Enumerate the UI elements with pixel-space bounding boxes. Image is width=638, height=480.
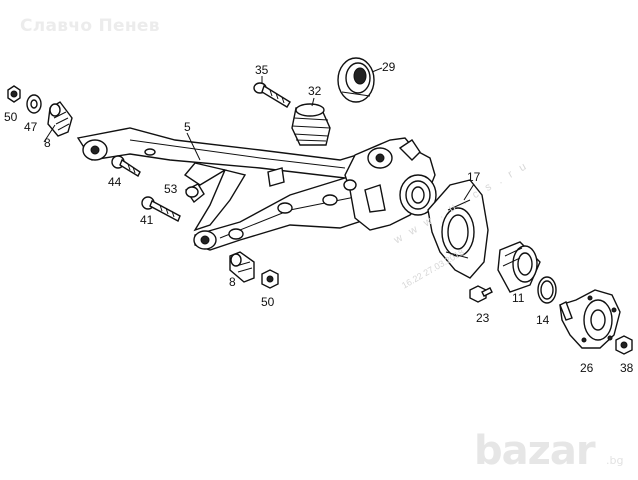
splash-shield <box>427 179 489 279</box>
author-watermark: Славчо Пенев <box>20 16 160 36</box>
bazar-logo: bazar <box>474 428 596 474</box>
shield-bolt <box>469 285 493 303</box>
circlip <box>537 276 557 304</box>
bolt <box>253 82 291 108</box>
bushing <box>47 101 73 137</box>
nut <box>261 269 279 289</box>
plug <box>184 183 205 204</box>
part-label: 17 <box>467 170 481 184</box>
wheel-bearing <box>497 241 541 293</box>
nut <box>7 85 21 103</box>
part-label: 32 <box>308 84 322 98</box>
bushing <box>229 251 255 283</box>
leader-lines <box>43 67 475 201</box>
part-label: 11 <box>512 291 525 305</box>
hub-nut <box>615 335 633 355</box>
part-labels: 5 8 8 11 14 17 23 26 29 32 35 38 41 44 4… <box>4 60 634 375</box>
spring-seat <box>337 57 375 103</box>
part-label: 26 <box>580 361 594 375</box>
washer <box>26 94 42 114</box>
bolt <box>111 155 141 177</box>
part-label: 23 <box>476 311 490 325</box>
part-label: 5 <box>184 120 191 134</box>
part-label: 50 <box>4 110 18 124</box>
part-label: 50 <box>261 295 275 309</box>
part-label: 38 <box>620 361 634 375</box>
bolt <box>141 196 181 222</box>
bump-stop <box>291 103 331 146</box>
rear-axle-beam <box>76 127 437 251</box>
part-label: 8 <box>229 275 236 289</box>
part-label: 44 <box>108 175 122 189</box>
wheel-hub <box>559 289 621 349</box>
part-label: 35 <box>255 63 269 77</box>
part-label: 47 <box>24 120 38 134</box>
part-label: 29 <box>382 60 396 74</box>
part-label: 53 <box>164 182 178 196</box>
part-label: 41 <box>140 213 154 227</box>
part-label: 14 <box>536 313 550 327</box>
bazar-logo-tld: .bg <box>606 454 624 467</box>
part-label: 8 <box>44 136 51 150</box>
